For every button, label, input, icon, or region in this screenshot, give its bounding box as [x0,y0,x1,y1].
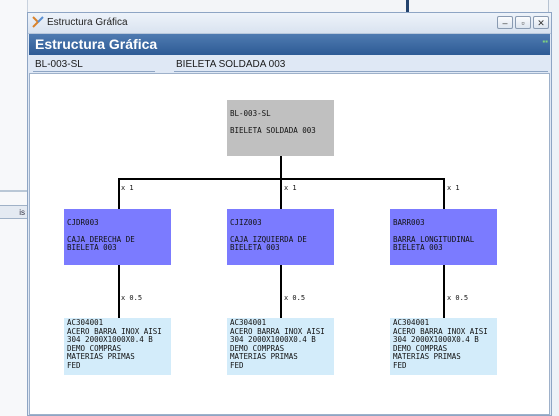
material-node[interactable]: AC304001 ACERO BARRA INOX AISI 304 2000X… [64,318,171,375]
root-node-code: BL-003-SL [230,108,271,118]
window-titlebar[interactable]: Estructura Gráfica – ▫ ✕ [28,13,551,34]
component-code: BARR003 [393,217,425,227]
component-code: CJIZ003 [230,217,262,227]
connector-leaf-3 [443,265,445,318]
material-node[interactable]: AC304001 ACERO BARRA INOX AISI 304 2000X… [390,318,497,375]
connector-child-3 [443,178,445,209]
connector-root-down [280,156,282,179]
item-code-underline [33,71,155,72]
item-description-field: BIELETA SOLDADA 003 [176,59,286,70]
component-node[interactable]: CJDR003 CAJA DERECHA DE BIELETA 003 [64,209,171,265]
qty-label-child-1: x 1 [121,184,134,192]
material-node[interactable]: AC304001 ACERO BARRA INOX AISI 304 2000X… [227,318,334,375]
page-title: Estructura Gráfica [35,36,158,52]
maximize-button[interactable]: ▫ [515,16,531,29]
qty-label-child-2: x 1 [284,184,297,192]
qty-label-leaf-3: x 0.5 [447,294,469,302]
item-fields: BL-003-SL BIELETA SOLDADA 003 [29,56,550,72]
item-code-field: BL-003-SL [35,59,83,70]
root-node[interactable]: BL-003-SL BIELETA SOLDADA 003 [227,100,334,156]
structure-window: Estructura Gráfica – ▫ ✕ Estructura Gráf… [27,12,552,416]
qty-label-child-3: x 1 [447,184,460,192]
background-app-strip [0,0,559,12]
app-logo-icon [32,16,44,28]
connector-child-1 [118,178,120,209]
connector-child-2 [280,178,282,209]
header-bar: Estructura Gráfica ▪▪ [29,34,550,55]
component-name: BARRA LONGITUDINAL BIELETA 003 [393,234,475,252]
component-node[interactable]: BARR003 BARRA LONGITUDINAL BIELETA 003 [390,209,497,265]
close-button[interactable]: ✕ [533,16,549,29]
background-panel-divider [0,190,27,192]
component-code: CJDR003 [67,217,99,227]
minimize-button[interactable]: – [497,16,513,29]
component-name: CAJA DERECHA DE BIELETA 003 [67,234,135,252]
connector-leaf-1 [118,265,120,318]
qty-label-leaf-2: x 0.5 [284,294,306,302]
component-node[interactable]: CJIZ003 CAJA IZQUIERDA DE BIELETA 003 [227,209,334,265]
item-description-underline [174,71,548,72]
window-title: Estructura Gráfica [47,17,128,28]
resize-grip-icon[interactable]: ▪▪ [542,37,548,46]
structure-diagram: BL-003-SL BIELETA SOLDADA 003 x 1 x 1 x … [29,73,550,415]
background-panel-tab[interactable]: is [0,205,27,219]
component-name: CAJA IZQUIERDA DE BIELETA 003 [230,234,307,252]
background-app-divider [406,0,409,14]
root-node-name: BIELETA SOLDADA 003 [230,125,316,135]
connector-leaf-2 [280,265,282,318]
qty-label-leaf-1: x 0.5 [121,294,143,302]
